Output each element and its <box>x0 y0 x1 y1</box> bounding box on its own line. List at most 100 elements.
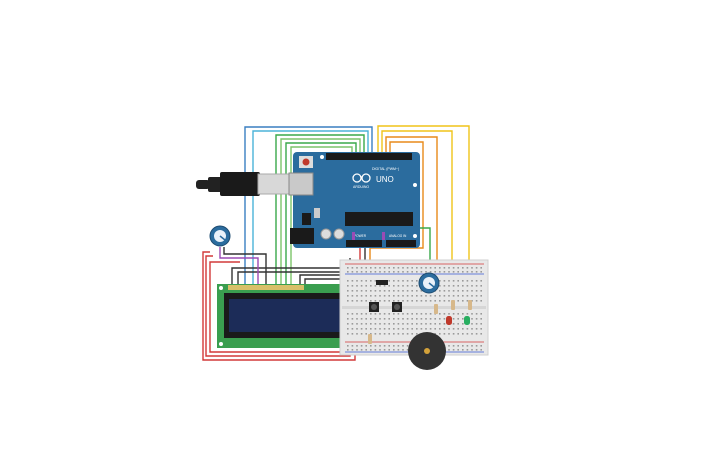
breadboard-hole <box>402 345 404 347</box>
wire-dark-pot[interactable] <box>223 247 267 285</box>
header-pin-accent <box>352 232 355 240</box>
breadboard-hole <box>457 333 459 335</box>
breadboard-hole <box>466 271 469 273</box>
usb-cable-jacket <box>196 180 210 189</box>
breadboard-hole <box>347 328 349 330</box>
breadboard-hole <box>383 328 386 330</box>
mounting-hole-2 <box>413 183 417 187</box>
breadboard-hole <box>406 345 409 347</box>
wire-green-2[interactable] <box>280 138 361 285</box>
wire-dark-2[interactable] <box>237 262 353 285</box>
breadboard-hole <box>365 328 367 330</box>
breadboard-hole <box>471 280 473 282</box>
breadboard-hole <box>466 300 469 302</box>
breadboard-hole <box>475 290 478 292</box>
resistor-2[interactable] <box>451 300 455 310</box>
resistor-1[interactable] <box>434 304 438 314</box>
breadboard-hole <box>397 349 400 351</box>
switch-slide[interactable] <box>376 280 388 285</box>
breadboard-hole <box>443 280 446 282</box>
breadboard-hole <box>439 285 441 287</box>
pushbutton-1-cap[interactable] <box>371 304 377 310</box>
breadboard-hole <box>370 349 372 351</box>
breadboard-hole <box>360 295 363 297</box>
breadboard-hole <box>434 271 436 273</box>
breadboard-hole <box>370 267 372 269</box>
breadboard-hole <box>466 328 469 330</box>
breadboard-hole <box>416 285 418 287</box>
lcd-contrast-potentiometer[interactable] <box>209 225 231 247</box>
wire-yellow-2[interactable] <box>381 130 453 300</box>
lcd-16x2[interactable] <box>217 284 363 348</box>
breadboard-hole <box>356 323 358 325</box>
wire-orange-2[interactable] <box>369 141 424 300</box>
breadboard-hole <box>393 345 395 347</box>
breadboard-hole <box>416 328 418 330</box>
breadboard-hole <box>347 290 349 292</box>
power-header[interactable] <box>346 240 382 247</box>
breadboard-hole <box>462 271 464 273</box>
breadboard-hole <box>379 290 381 292</box>
lcd-hole-1 <box>219 286 223 290</box>
breadboard-hole <box>393 267 395 269</box>
breadboard-hole <box>383 271 386 273</box>
breadboard-hole <box>379 295 381 297</box>
breadboard-hole <box>360 345 363 347</box>
digital-header[interactable] <box>326 153 412 160</box>
breadboard-hole <box>471 349 473 351</box>
resistor-4[interactable] <box>368 334 372 344</box>
breadboard-hole <box>383 290 386 292</box>
wire-green-3[interactable] <box>285 142 357 285</box>
breadboard-hole <box>462 318 464 320</box>
usb-cable[interactable] <box>196 172 295 196</box>
usb-plug-body <box>220 172 260 196</box>
breadboard-hole <box>388 349 390 351</box>
wire-orange-1[interactable] <box>385 136 438 300</box>
breadboard-hole <box>439 271 441 273</box>
breadboard-hole <box>383 349 386 351</box>
breadboard-hole <box>420 313 423 315</box>
wire-cyan-1[interactable] <box>252 130 369 285</box>
breadboard-hole <box>452 271 455 273</box>
wire-yellow-1[interactable] <box>377 125 470 300</box>
pushbutton-2-cap[interactable] <box>394 304 400 310</box>
breadboard-hole <box>452 345 455 347</box>
breadboard-hole <box>388 313 390 315</box>
wire-blue-1[interactable] <box>244 126 373 285</box>
analog-header[interactable] <box>386 240 416 247</box>
arduino-uno[interactable]: DIGITAL (PWM~) UNO ARDUINO POWER ANALOG … <box>288 152 420 248</box>
breadboard-hole <box>397 285 400 287</box>
led-red[interactable] <box>446 316 452 325</box>
breadboard-hole <box>402 285 404 287</box>
arduino-logo-text: UNO <box>376 175 394 184</box>
breadboard-hole <box>393 295 395 297</box>
breadboard-hole <box>356 313 358 315</box>
breadboard-hole <box>475 280 478 282</box>
breadboard-hole <box>466 267 469 269</box>
breadboard-hole <box>434 323 436 325</box>
breadboard-hole <box>383 285 386 287</box>
breadboard-hole <box>383 318 386 320</box>
breadboard-hole <box>466 285 469 287</box>
piezo-buzzer[interactable] <box>408 332 446 370</box>
breadboard-hole <box>480 318 482 320</box>
breadboard-hole <box>351 313 354 315</box>
board-potentiometer[interactable] <box>418 272 440 294</box>
wire-green-1[interactable] <box>275 134 365 285</box>
breadboard-hole <box>452 349 455 351</box>
breadboard-hole <box>448 290 450 292</box>
crystal <box>314 208 320 218</box>
wire-purple-pot[interactable] <box>219 247 259 285</box>
breadboard-hole <box>448 295 450 297</box>
breadboard-hole <box>370 318 372 320</box>
wire-green-4[interactable] <box>290 146 353 285</box>
led-green[interactable] <box>464 316 470 325</box>
breadboard-hole <box>462 323 464 325</box>
resistor-3[interactable] <box>468 300 472 310</box>
breadboard-hole <box>452 295 455 297</box>
breadboard-hole <box>416 271 418 273</box>
breadboard-hole <box>425 300 427 302</box>
reset-button-cap[interactable] <box>302 158 310 166</box>
breadboard-holes <box>347 267 482 351</box>
